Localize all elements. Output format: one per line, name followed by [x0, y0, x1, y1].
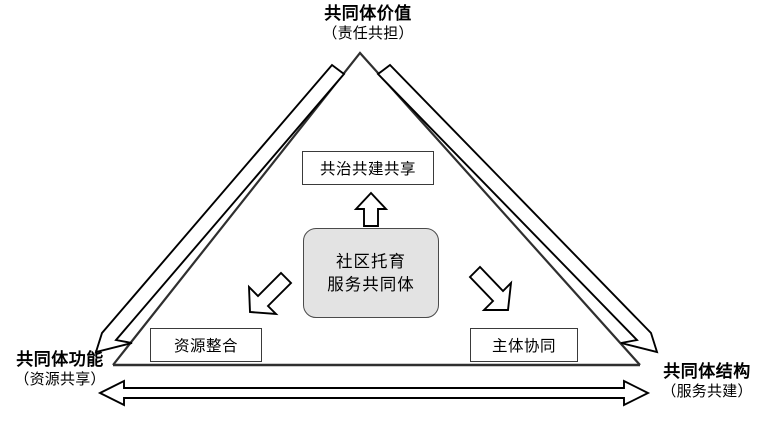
node-principle: 共治共建共享	[302, 151, 434, 185]
node-core-line2: 服务共同体	[327, 275, 415, 294]
vertex-bottom-right-title: 共同体结构	[663, 362, 751, 381]
arrow-core-to-resource	[247, 271, 293, 316]
node-actor-collaboration: 主体协同	[470, 328, 578, 362]
vertex-bottom-right-subtitle: （服务共建）	[661, 383, 753, 400]
vertex-label-top: 共同体价值 （责任共担）	[268, 4, 468, 43]
vertex-top-title: 共同体价值	[324, 4, 412, 23]
arrow-core-to-principle	[353, 191, 389, 227]
arrow-function-structure	[97, 379, 651, 407]
node-core-community: 社区托育 服务共同体	[303, 228, 439, 318]
arrow-structure-to-value	[376, 63, 659, 354]
vertex-label-bottom-left: 共同体功能 （资源共享）	[0, 350, 124, 389]
node-resource-integration: 资源整合	[150, 328, 262, 362]
vertex-bottom-left-title: 共同体功能	[16, 350, 104, 369]
triangle-outline	[112, 51, 641, 366]
node-core-line1: 社区托育	[336, 251, 406, 271]
node-actor-label: 主体协同	[491, 338, 556, 355]
node-principle-label: 共治共建共享	[319, 161, 416, 178]
arrow-function-to-value	[94, 63, 346, 354]
vertex-top-subtitle: （责任共担）	[322, 25, 414, 42]
node-resource-label: 资源整合	[173, 338, 238, 355]
vertex-bottom-left-subtitle: （资源共享）	[14, 371, 106, 388]
vertex-label-bottom-right: 共同体结构 （服务共建）	[644, 362, 762, 401]
arrow-core-to-actor	[468, 265, 513, 311]
